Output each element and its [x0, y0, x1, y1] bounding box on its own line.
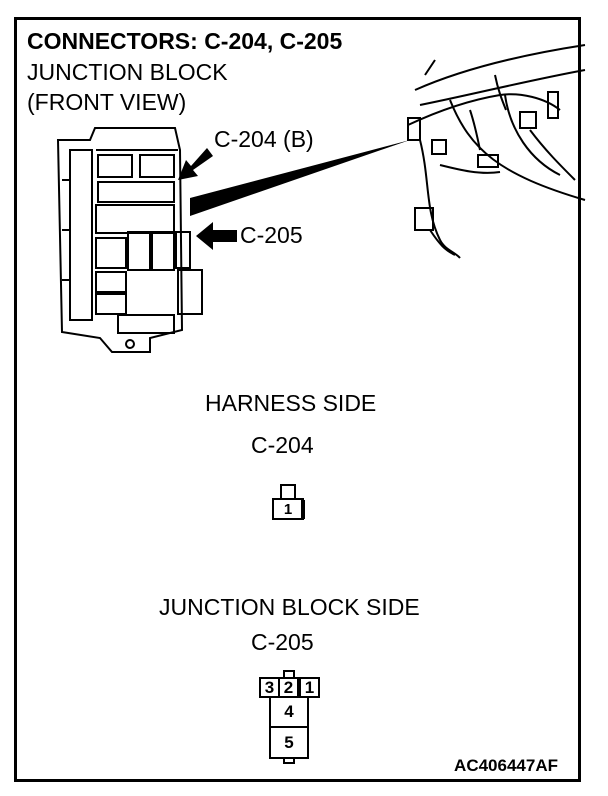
c204-connector-label: C-204 [251, 432, 314, 458]
c205-arrow [196, 222, 237, 250]
c204-arrow [178, 148, 213, 180]
dashboard-harness-sketch [407, 44, 586, 259]
diagram-frame [14, 17, 581, 782]
junction-block-side-heading: JUNCTION BLOCK SIDE [159, 594, 420, 620]
subtitle-front-view: (FRONT VIEW) [27, 89, 187, 115]
c205-pin-5: 5 [272, 729, 306, 756]
callout-c204-label: C-204 (B) [214, 126, 314, 152]
c205-connector-label: C-205 [251, 629, 314, 655]
c205-pin-3: 3 [259, 677, 280, 698]
figure-code: AC406447AF [454, 756, 558, 775]
c204-pin-1: 1 [275, 501, 301, 518]
junction-block-body [56, 127, 203, 353]
c205-pin-2: 2 [278, 677, 299, 698]
location-pointer [190, 140, 410, 216]
callout-c205-label: C-205 [240, 222, 303, 248]
c205-pin-4: 4 [272, 699, 306, 725]
page-title: CONNECTORS: C-204, C-205 [27, 28, 343, 54]
harness-side-heading: HARNESS SIDE [205, 390, 377, 416]
c205-pin-1: 1 [299, 677, 320, 698]
subtitle-junction-block: JUNCTION BLOCK [27, 59, 228, 85]
